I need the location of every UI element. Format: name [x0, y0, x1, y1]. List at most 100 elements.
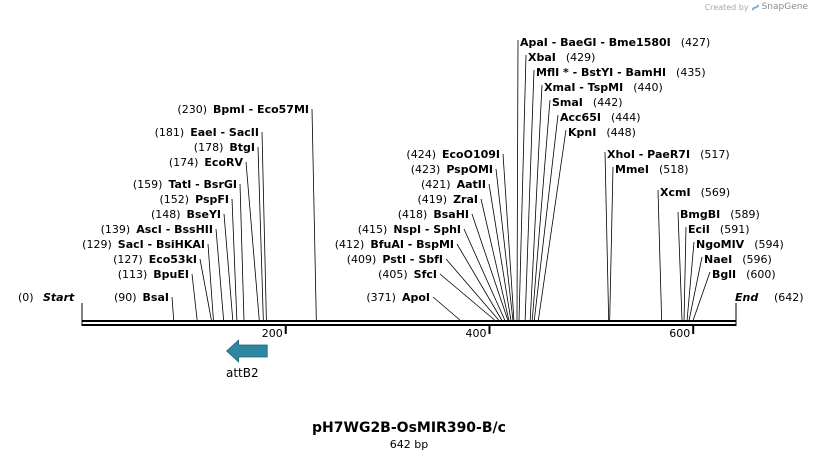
restriction-site: BseYI(148)	[151, 208, 221, 221]
site-enzyme-name: XmaI - TspMI	[544, 81, 623, 94]
tick-label: 200	[262, 327, 283, 340]
site-enzyme-name: ZraI	[453, 193, 478, 206]
site-leader	[257, 146, 264, 321]
site-position: (415)	[358, 223, 388, 236]
site-position: (412)	[335, 238, 365, 251]
site-enzyme-name: XbaI	[528, 51, 556, 64]
restriction-site: XbaI (429)	[528, 51, 595, 64]
site-enzyme-name: SfcI	[414, 268, 437, 281]
site-enzyme-name: BpuEI	[153, 268, 189, 281]
end-position: (642)	[774, 291, 804, 304]
site-labels: BsaI(90) BpuEI (113)Eco53kI (127) SacI - Bsi…	[82, 36, 784, 304]
site-leader	[604, 151, 610, 321]
site-leader	[311, 108, 317, 321]
restriction-site: EaeI - SacII(181)	[155, 126, 259, 139]
site-position: (423)	[411, 163, 441, 176]
restriction-site: BsaHI (418)	[398, 208, 469, 221]
restriction-site: PspFI (152)	[160, 193, 230, 206]
feature-name: attB2	[226, 366, 259, 380]
restriction-site: PspOMI(423)	[411, 163, 493, 176]
restriction-site: ApaI - BaeGI - Bme1580I (427)	[520, 36, 710, 49]
snapgene-logo-icon	[751, 4, 759, 10]
site-position: (518)	[659, 163, 689, 176]
site-position: (600)	[746, 268, 776, 281]
restriction-site: TatI - BsrGI(159)	[133, 178, 237, 191]
site-enzyme-name: EciI	[688, 223, 710, 236]
feature-arrow-attb2	[226, 339, 268, 363]
site-position: (427)	[681, 36, 711, 49]
site-position: (409)	[347, 253, 377, 266]
site-leader	[692, 271, 711, 321]
start-position: (0)	[18, 291, 34, 304]
site-position: (424)	[406, 148, 436, 161]
site-enzyme-name: BpmI - Eco57MI	[213, 103, 309, 116]
tick-label: 600	[669, 327, 690, 340]
site-enzyme-name: BtgI	[229, 141, 255, 154]
site-position: (440)	[633, 81, 663, 94]
site-enzyme-name: SacI - BsiHKAI	[118, 238, 205, 251]
site-enzyme-name: BmgBI	[680, 208, 720, 221]
site-position: (596)	[742, 253, 772, 266]
restriction-site: NgoMIV(594)	[696, 238, 784, 251]
site-position: (448)	[606, 126, 636, 139]
site-position: (174)	[169, 156, 199, 169]
restriction-site: BglI(600)	[712, 268, 776, 281]
site-position: (178)	[194, 141, 224, 154]
credit-brand: SnapGene	[761, 2, 808, 12]
site-position: (127)	[113, 253, 143, 266]
site-leader	[516, 39, 519, 321]
site-enzyme-name: BfuAI - BspMI	[370, 238, 454, 251]
site-enzyme-name: EcoRV	[204, 156, 243, 169]
restriction-site: BsaI(90)	[114, 291, 169, 304]
site-position: (569)	[701, 186, 731, 199]
site-position: (152)	[160, 193, 190, 206]
plasmid-name: pH7WG2B-OsMIR390-B/c	[312, 420, 506, 436]
site-enzyme-name: BsaHI	[433, 208, 469, 221]
restriction-site: BpuEI (113)	[118, 268, 189, 281]
site-position: (418)	[398, 208, 428, 221]
restriction-site: BmgBI(589)	[680, 208, 760, 221]
site-enzyme-name: PspFI	[195, 193, 229, 206]
site-leader	[688, 256, 703, 321]
restriction-site: XmaI - TspMI (440)	[544, 81, 663, 94]
site-leader	[471, 213, 509, 321]
site-leader	[537, 129, 567, 321]
site-enzyme-name: AscI - BssHII	[136, 223, 213, 236]
site-leader	[231, 198, 238, 321]
restriction-site: EciI(591)	[688, 223, 750, 236]
end-label: End	[735, 291, 758, 304]
restriction-site: SfcI (405)	[378, 268, 437, 281]
plasmid-backbone	[81, 303, 737, 326]
restriction-site: XhoI - PaeR7I (517)	[607, 148, 730, 161]
site-leader	[245, 161, 260, 321]
restriction-site: BtgI (178)	[194, 141, 255, 154]
restriction-site: XcmI(569)	[660, 186, 730, 199]
site-leader	[529, 84, 543, 321]
site-leader	[518, 54, 527, 321]
site-position: (517)	[700, 148, 730, 161]
site-position: (230)	[177, 103, 207, 116]
site-position: (90)	[114, 291, 137, 304]
site-leader	[223, 213, 234, 321]
site-leader	[456, 243, 503, 321]
site-enzyme-name: XhoI - PaeR7I	[607, 148, 690, 161]
site-leader	[480, 198, 510, 321]
site-leader	[432, 296, 461, 321]
site-enzyme-name: PstI - SbfI	[382, 253, 443, 266]
site-position: (429)	[566, 51, 596, 64]
restriction-site: MmeI (518)	[615, 163, 689, 176]
site-position: (442)	[593, 96, 623, 109]
site-position: (444)	[611, 111, 641, 124]
restriction-site: ApoI(371)	[366, 291, 430, 304]
map-title-block: pH7WG2B-OsMIR390-B/c 642 bp	[0, 420, 818, 451]
site-position: (405)	[378, 268, 408, 281]
site-enzyme-name: MmeI	[615, 163, 649, 176]
site-enzyme-name: ApaI - BaeGI - Bme1580I	[520, 36, 671, 49]
site-enzyme-name: Eco53kI	[149, 253, 197, 266]
site-enzyme-name: TatI - BsrGI	[168, 178, 237, 191]
site-position: (129)	[82, 238, 112, 251]
site-leader	[502, 153, 515, 321]
site-position: (113)	[118, 268, 148, 281]
restriction-site: MflI * - BstYI - BamHI(435)	[536, 66, 706, 79]
